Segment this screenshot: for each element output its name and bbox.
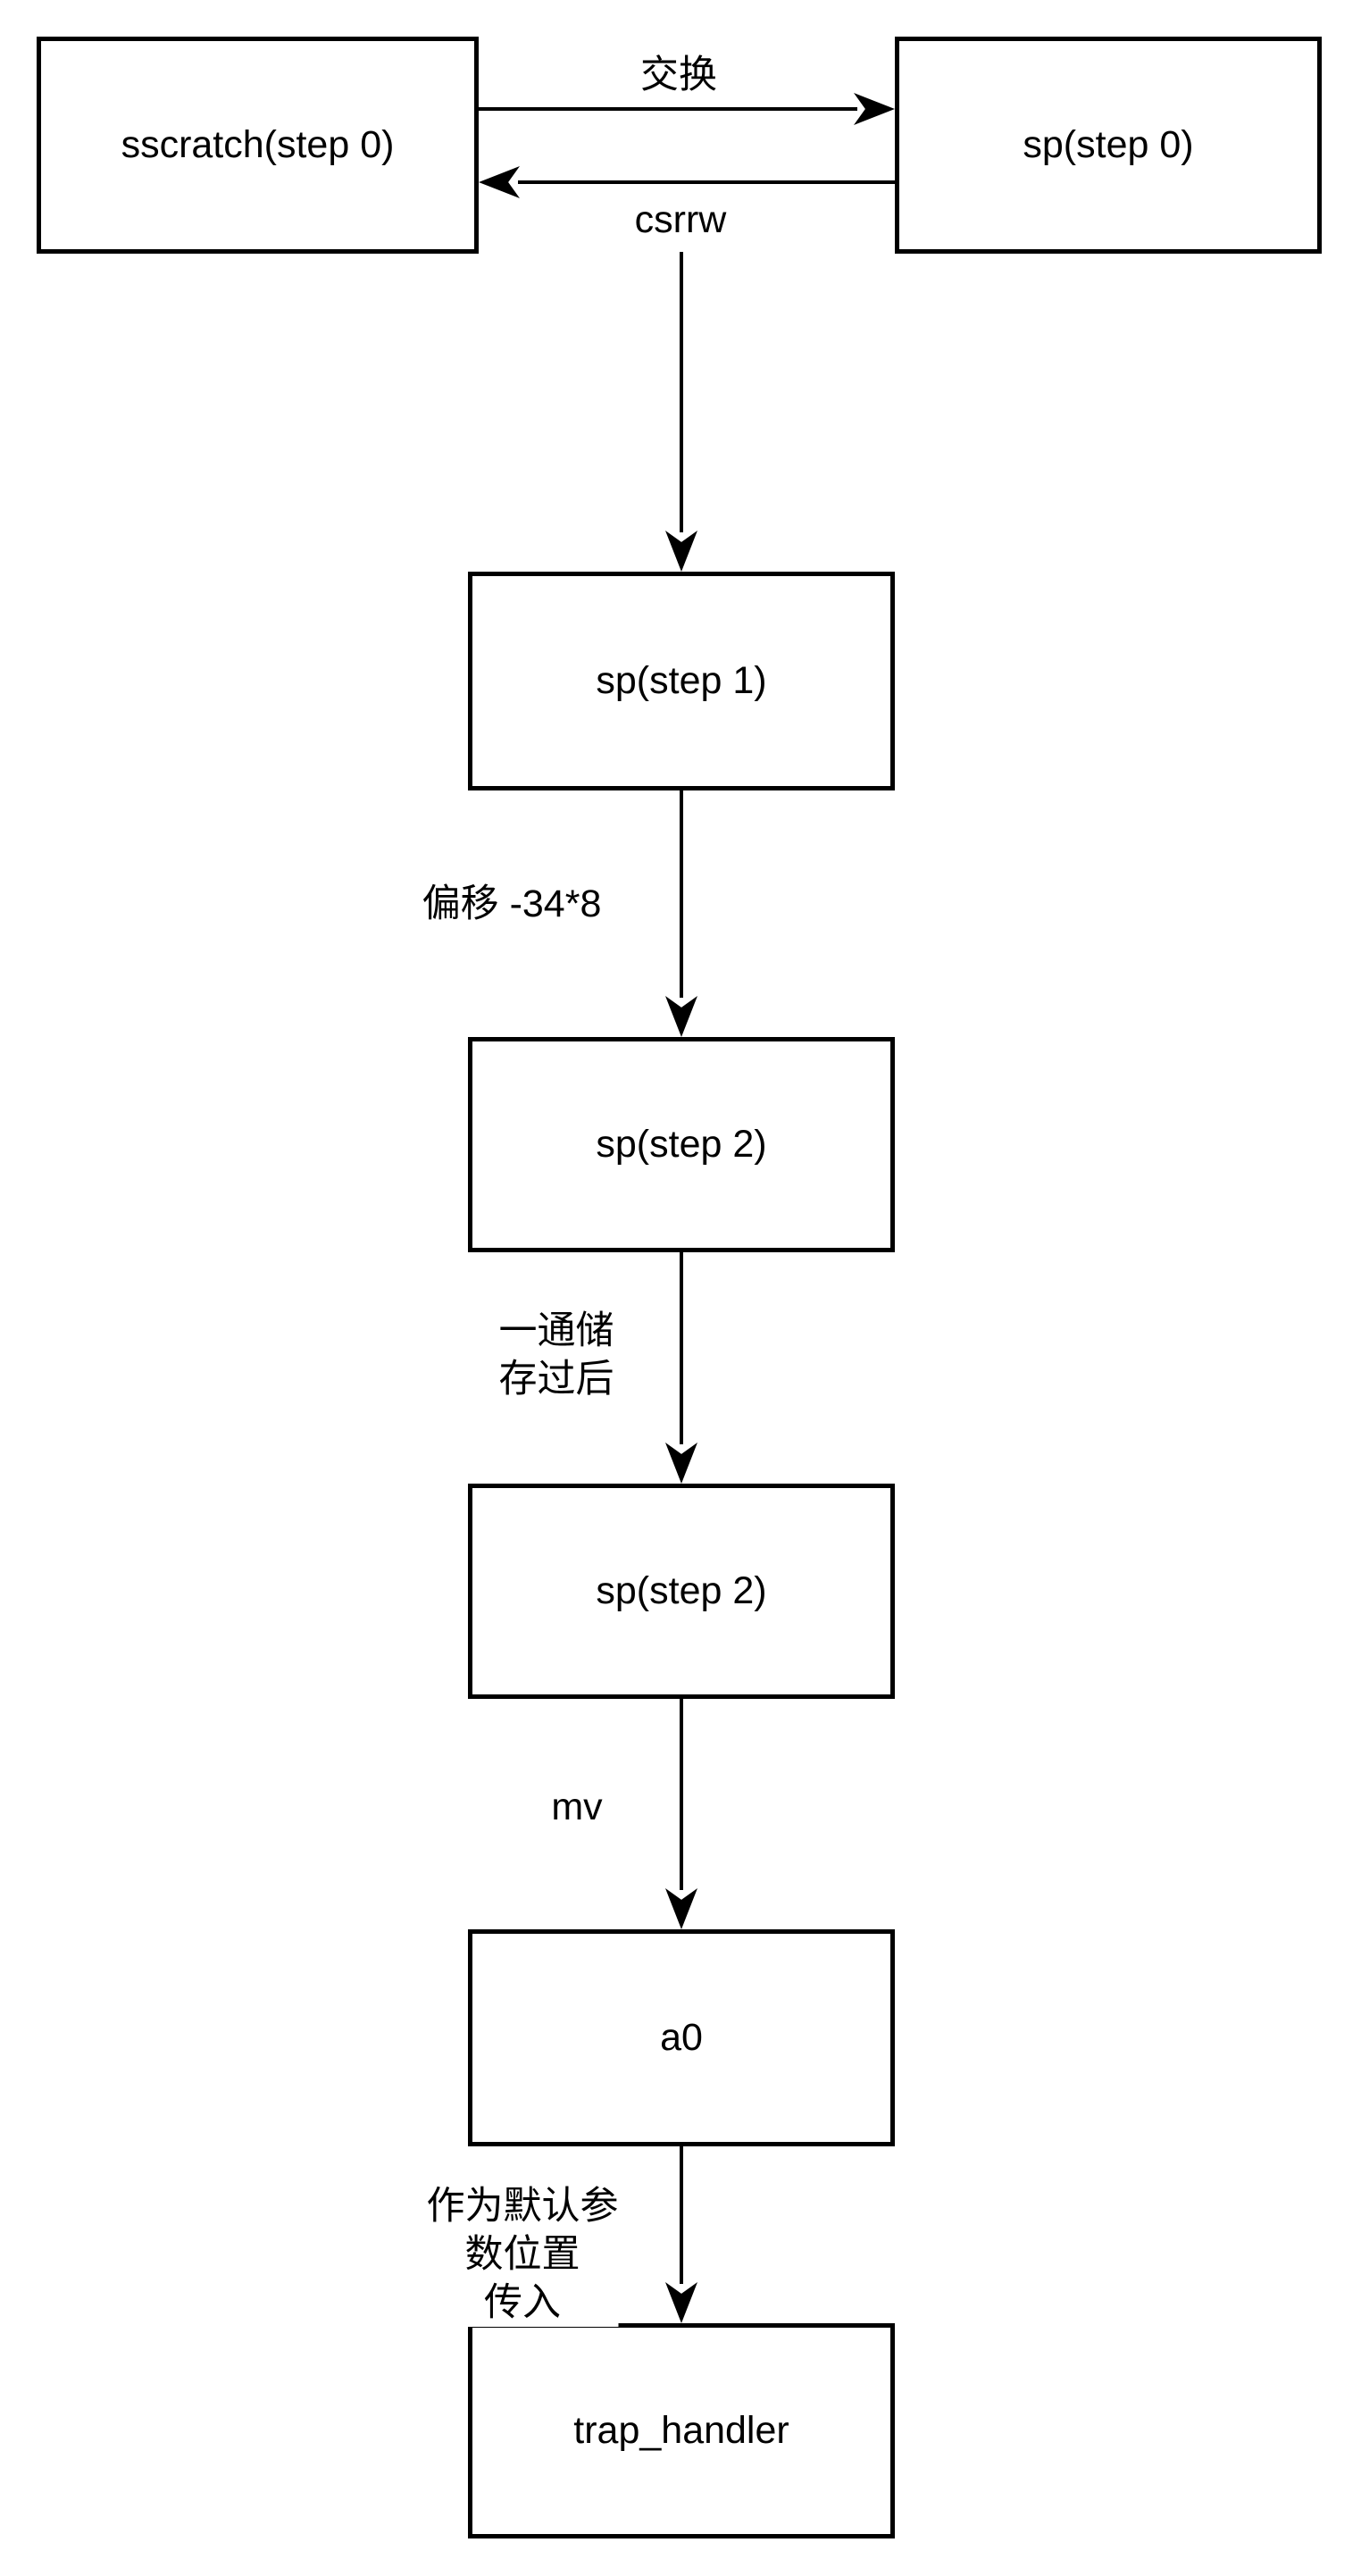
edge-csrrw-down-line (680, 252, 683, 532)
node-sp-step2-a: sp(step 2) (468, 1037, 895, 1252)
edge-store-label: 一通储 存过后 (498, 1307, 614, 1403)
edge-csrrw-label: csrrw (634, 196, 727, 244)
edge-swap-line (479, 107, 857, 111)
edge-param-arrowhead-icon (665, 2282, 697, 2323)
node-sp-step1-label: sp(step 1) (596, 659, 767, 702)
node-sp-step2-b: sp(step 2) (468, 1484, 895, 1699)
node-a0-label: a0 (660, 2016, 703, 2059)
node-sp-step0: sp(step 0) (895, 37, 1322, 254)
edge-swap-label: 交换 (640, 51, 717, 99)
node-sp-step1: sp(step 1) (468, 572, 895, 790)
edge-offset-arrowhead-icon (665, 996, 697, 1037)
edge-csrrw-down-arrowhead-icon (665, 531, 697, 572)
edge-store-arrowhead-icon (665, 1443, 697, 1484)
edge-csrrw-line (518, 180, 895, 184)
node-sscratch-label: sscratch(step 0) (121, 123, 395, 166)
edge-mv-label: mv (551, 1783, 603, 1831)
edge-csrrw-arrowhead-left-icon (479, 166, 520, 198)
node-trap-handler-label: trap_handler (573, 2409, 789, 2452)
edge-param-line (680, 2146, 683, 2284)
node-sp-step0-label: sp(step 0) (1023, 123, 1194, 166)
edge-param-label: 作为默认参 数位置 传入 (426, 2182, 619, 2327)
node-sp-step2-b-label: sp(step 2) (596, 1569, 767, 1612)
node-a0: a0 (468, 1929, 895, 2146)
node-sp-step2-a-label: sp(step 2) (596, 1123, 767, 1166)
edge-swap-arrowhead-right-icon (854, 93, 895, 125)
node-sscratch: sscratch(step 0) (37, 37, 479, 254)
edge-store-line (680, 1252, 683, 1444)
edge-mv-arrowhead-icon (665, 1888, 697, 1929)
node-trap-handler: trap_handler (468, 2323, 895, 2538)
edge-offset-label: 偏移 -34*8 (422, 880, 602, 928)
edge-offset-line (680, 790, 683, 998)
edge-mv-line (680, 1699, 683, 1890)
